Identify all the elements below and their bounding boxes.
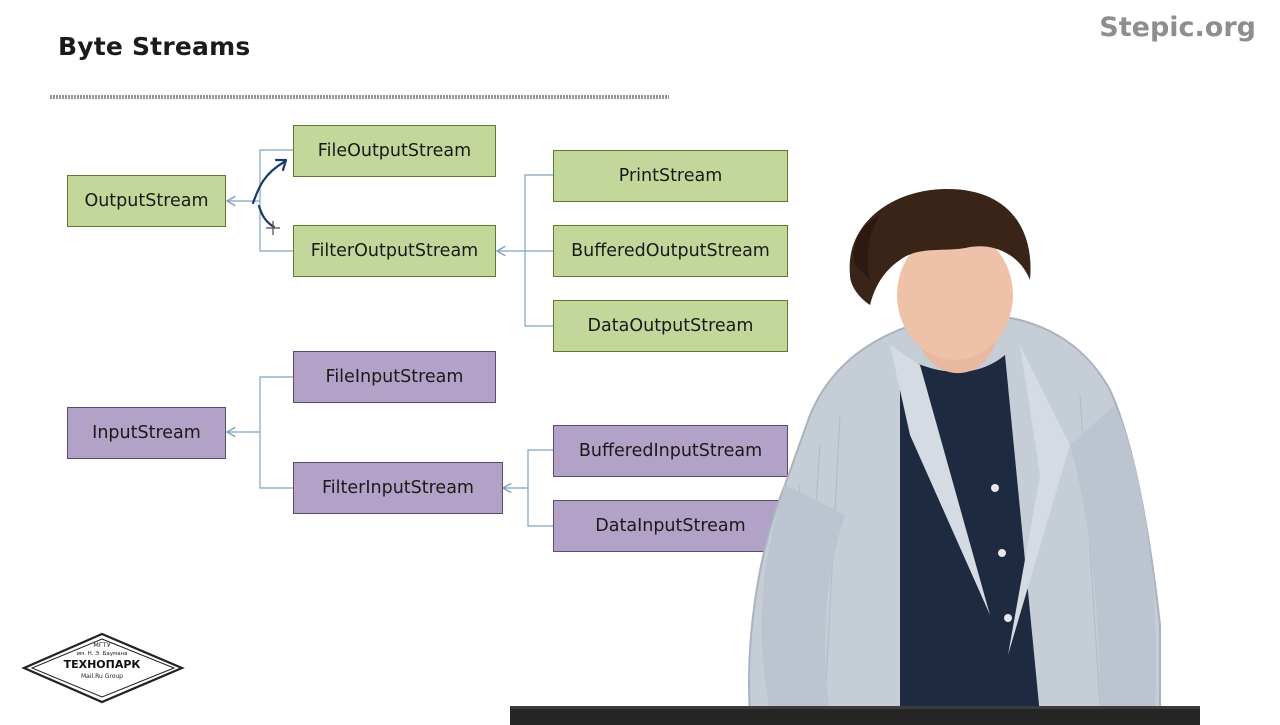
- logo-line-4: Mail.Ru Group: [81, 673, 123, 680]
- logo-line-2: им. Н. Э. Баумана: [76, 651, 127, 657]
- slide-title: Byte Streams: [58, 32, 251, 61]
- stepic-brand: Stepic.org: [1099, 12, 1256, 43]
- annotation-arrow-up: [251, 160, 286, 205]
- input-stream-box: InputStream: [67, 407, 226, 459]
- title-divider: [50, 95, 669, 99]
- logo-line-1: МГТУ: [93, 641, 111, 649]
- filter-output-stream-box: FilterOutputStream: [293, 225, 496, 277]
- annotation-arrow-down: [257, 204, 276, 229]
- file-input-stream-box: FileInputStream: [293, 351, 496, 403]
- buffered-input-stream-box: BufferedInputStream: [553, 425, 788, 477]
- data-output-stream-box: DataOutputStream: [553, 300, 788, 352]
- keyboard: [510, 706, 1200, 725]
- data-input-stream-box: DataInputStream: [553, 500, 788, 552]
- buffered-output-stream-box: BufferedOutputStream: [553, 225, 788, 277]
- cursor-icon: [266, 221, 280, 235]
- output-stream-box: OutputStream: [67, 175, 226, 227]
- technopark-logo: МГТУ им. Н. Э. Баумана ТЕХНОПАРК Mail.Ru…: [21, 632, 185, 704]
- logo-line-3: ТЕХНОПАРК: [64, 658, 141, 671]
- filter-input-stream-box: FilterInputStream: [293, 462, 503, 514]
- print-stream-box: PrintStream: [553, 150, 788, 202]
- presenter-image: [748, 188, 1161, 715]
- file-output-stream-box: FileOutputStream: [293, 125, 496, 177]
